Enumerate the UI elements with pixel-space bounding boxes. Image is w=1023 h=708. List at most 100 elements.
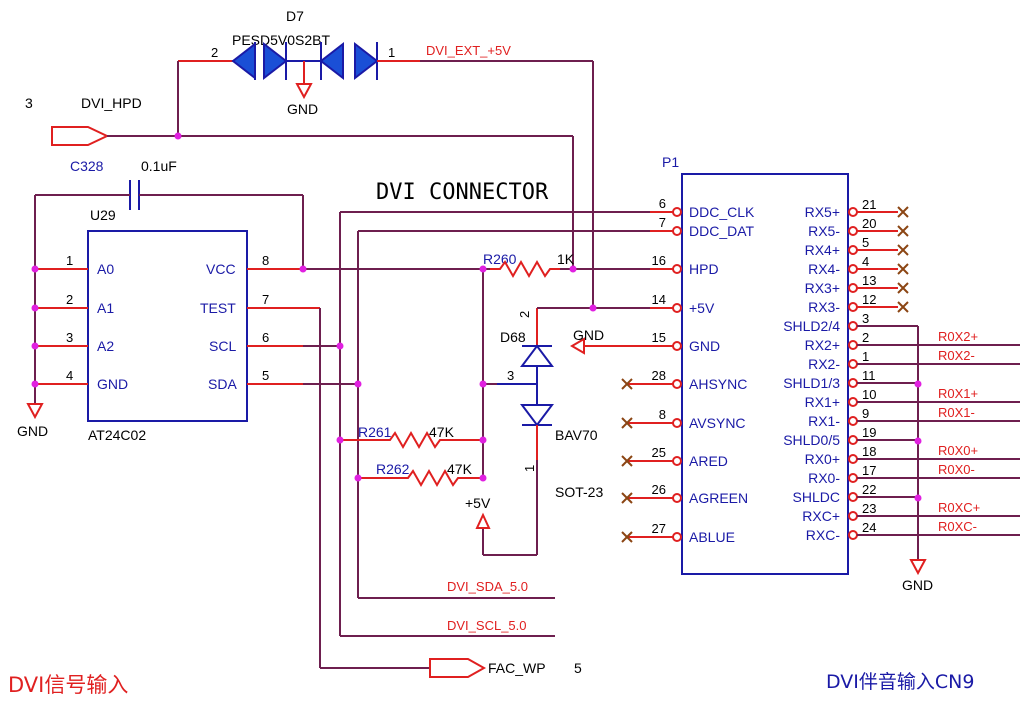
d7-ref: D7 [286, 8, 304, 24]
p1-right-pin-name: RX4- [808, 261, 840, 277]
c328-ref: C328 [70, 158, 104, 174]
u29-pin-1-num: 1 [66, 253, 73, 268]
u29-pin-6-name: SCL [209, 338, 236, 354]
p1-right-pin-name: SHLD0/5 [783, 432, 840, 448]
no-connect-mark [897, 206, 909, 218]
p1-left-pin-name: DDC_CLK [689, 204, 755, 220]
p1-left-pins: 6DDC_CLK7DDC_DAT16HPD14+5V15GND28AHSYNC8… [621, 196, 755, 545]
p1-left-pin-number: 15 [652, 330, 666, 345]
rx-output-net-label: R0X1- [938, 405, 975, 420]
junction-dot [479, 265, 487, 273]
u29-pin-4-name: GND [97, 376, 128, 392]
p1-left-pin-name: GND [689, 338, 720, 354]
p1-left-pin-name: AHSYNC [689, 376, 747, 392]
p1-right-pin-name: RX0- [808, 470, 840, 486]
p1-right-pin-number: 22 [862, 482, 876, 497]
no-connect-mark [621, 455, 633, 467]
d68-package: SOT-23 [555, 484, 603, 500]
rx-output-net-label: R0X2- [938, 348, 975, 363]
p1-left-pin-number: 28 [652, 368, 666, 383]
p1-right-pin-number: 23 [862, 501, 876, 516]
p1-gnd-source-label: GND [573, 327, 604, 343]
u29-eeprom: U29 AT24C02 1 A0 2 A1 3 A2 4 GND 8 VCC 7… [35, 207, 320, 443]
r260-resistor: R260 1K [483, 251, 575, 279]
p1-left-pin-number: 6 [659, 196, 666, 211]
p1-right-pin-name: RX4+ [805, 242, 840, 258]
p1-left-pin-number: 25 [652, 445, 666, 460]
p1-connector: P1 6DDC_CLK7DDC_DAT16HPD14+5V15GND28AHSY… [621, 154, 1020, 575]
u29-ref: U29 [90, 207, 116, 223]
net-dvi-sda: DVI_SDA_5.0 [447, 579, 528, 594]
r261-resistor: R261 47K [340, 424, 483, 450]
p1-right-pin-number: 2 [862, 330, 869, 345]
p1-right-pin-name: RX3+ [805, 280, 840, 296]
net-fac-wp: FAC_WP [488, 660, 546, 676]
p1-left-pin-name: ARED [689, 453, 728, 469]
dvi-ext-5v-net: DVI_EXT_+5V [426, 43, 511, 58]
p1-right-pin-number: 3 [862, 311, 869, 326]
junction-dot [354, 380, 362, 388]
schematic-title: DVI CONNECTOR [376, 180, 549, 205]
p1-right-pin-name: RXC+ [802, 508, 840, 524]
u29-body [87, 230, 248, 422]
p1-left-pin-name: HPD [689, 261, 719, 277]
p1-right-pin-number: 4 [862, 254, 869, 269]
u29-pin-3-name: A2 [97, 338, 114, 354]
rx-output-net-label: R0XC- [938, 519, 977, 534]
p1-body [681, 173, 849, 575]
r262-value: 47K [447, 461, 473, 477]
p1-ref: P1 [662, 154, 679, 170]
p1-right-pin-name: RX3- [808, 299, 840, 315]
u29-pin-5-name: SDA [208, 376, 237, 392]
p1-right-pin-name: RXC- [806, 527, 841, 543]
junction-dots [31, 132, 922, 502]
rx-output-net-label: R0X1+ [938, 386, 978, 401]
r261-value: 47K [429, 424, 455, 440]
d68-ref: D68 [500, 329, 526, 345]
c328-capacitor: C328 0.1uF [70, 158, 177, 210]
p1-right-pin-number: 20 [862, 216, 876, 231]
p1-left-pin-number: 26 [652, 482, 666, 497]
no-connect-mark [897, 225, 909, 237]
p1-right-pin-name: RX1+ [805, 394, 840, 410]
p1-right-pins: 21RX5+20RX5-5RX4+4RX4-13RX3+12RX3-3SHLD2… [783, 197, 1020, 543]
hpd-port: 3 DVI_HPD [25, 95, 142, 146]
p1-right-pin-number: 11 [862, 368, 876, 383]
hpd-net-label: DVI_HPD [81, 95, 142, 111]
d7-pin-2: 2 [211, 45, 218, 60]
rx-output-net-label: R0X0+ [938, 443, 978, 458]
no-connect-mark [897, 263, 909, 275]
rx-output-net-label: R0X0- [938, 462, 975, 477]
r260-ref: R260 [483, 251, 517, 267]
d68-pin-3: 3 [507, 368, 514, 383]
r260-value: 1K [557, 251, 575, 267]
p1-right-pin-number: 12 [862, 292, 876, 307]
p1-right-pin-name: SHLDC [793, 489, 840, 505]
u29-pin-6-num: 6 [262, 330, 269, 345]
p1-right-pin-name: RX0+ [805, 451, 840, 467]
p1-left-pin-number: 27 [652, 521, 666, 536]
no-connect-mark [897, 301, 909, 313]
junction-dot [336, 342, 344, 350]
junction-dot [31, 304, 39, 312]
p1-right-pin-name: RX5+ [805, 204, 840, 220]
p1-right-pin-number: 13 [862, 273, 876, 288]
junction-dot [479, 436, 487, 444]
d7-pin-1: 1 [388, 45, 395, 60]
junction-dot [914, 494, 922, 502]
caption-right: DVI伴音输入CN9 [826, 671, 974, 693]
rx-output-net-label: R0XC+ [938, 500, 980, 515]
d7-esd-diode: D7 PESD5V0S2BT 2 1 GND DVI_EXT_+5V [178, 8, 511, 117]
p1-right-pin-name: RX1- [808, 413, 840, 429]
p1-right-pin-number: 24 [862, 520, 876, 535]
junction-dot [914, 380, 922, 388]
p1-gnd-label: GND [902, 577, 933, 593]
d68-pin-2: 2 [517, 311, 532, 318]
rx-output-net-label: R0X2+ [938, 329, 978, 344]
junction-dot [479, 474, 487, 482]
p1-left-pin-name: ABLUE [689, 529, 735, 545]
junction-dot [174, 132, 182, 140]
no-connect-mark [621, 417, 633, 429]
no-connect-mark [621, 378, 633, 390]
